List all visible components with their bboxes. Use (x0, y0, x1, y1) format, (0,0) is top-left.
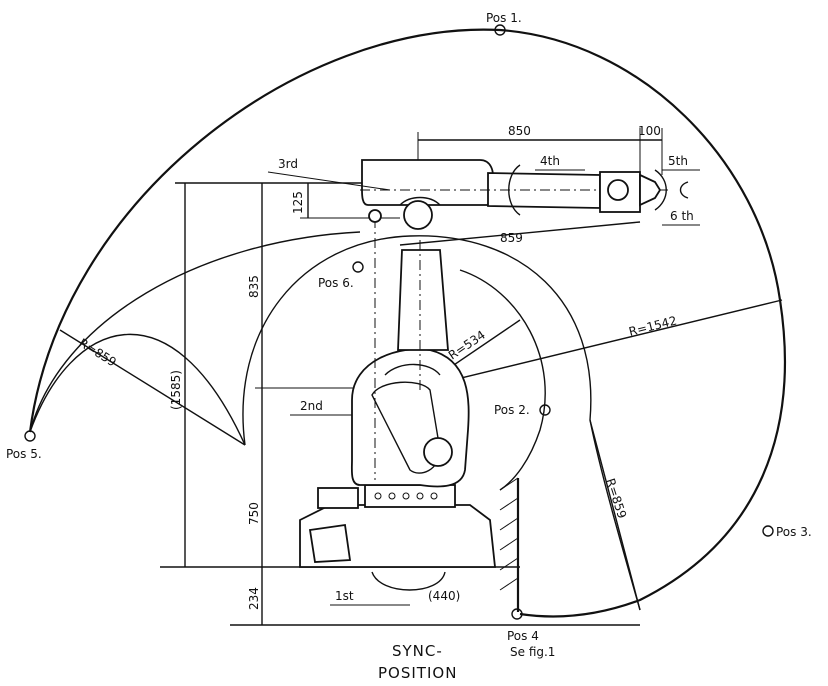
axis2-rotation-arrow (384, 363, 441, 376)
pos2-arc (459, 269, 546, 491)
dim-835-label: 835 (247, 275, 261, 298)
dim-859-line (399, 221, 641, 246)
wall-hatch (499, 477, 519, 591)
axis3-rotation-arrow (399, 196, 441, 206)
envelope-pos5-arc (29, 231, 361, 433)
dim-100-label: 100 (638, 124, 661, 138)
base-bolts (374, 492, 438, 500)
see-fig-label: Se fig.1 (510, 645, 555, 659)
base-top-plate (364, 484, 456, 508)
base-rotation-ellipse (371, 571, 446, 591)
r534-label: R=534 (446, 328, 488, 363)
r859-right-label: R=859 (603, 477, 629, 521)
pos3-label: Pos 3. (776, 525, 812, 539)
third-axis-pivot (368, 209, 382, 223)
pos5-marker (24, 430, 36, 442)
base-motor (317, 487, 359, 509)
inner-envelope-arc (242, 235, 592, 446)
sync-label-line2: POSITION (378, 664, 457, 682)
pos2-label: Pos 2. (494, 403, 530, 417)
pos1-label: Pos 1. (486, 11, 522, 25)
dim-440-label: (440) (428, 589, 460, 603)
envelope-pos5-inner (29, 333, 246, 446)
dim-234-label: 234 (247, 587, 261, 610)
lower-arm-hub (423, 437, 453, 467)
axis-fourth-label: 4th (540, 154, 560, 168)
dim-859-label: 859 (500, 231, 523, 245)
lower-arm-slot (371, 381, 441, 474)
r859-left-leader (59, 329, 246, 446)
axis-first-label: 1st (335, 589, 354, 603)
dim-750-label: 750 (247, 502, 261, 525)
r1542-leader (419, 299, 783, 389)
third-label-leader (267, 171, 391, 191)
pos6-marker (352, 261, 364, 273)
base-cable-box (308, 523, 352, 563)
dim-850-label: 850 (508, 124, 531, 138)
dim-1585-label: (1585) (169, 370, 183, 410)
pos1-marker (494, 24, 506, 36)
axis6-rotation-arrow (679, 181, 689, 199)
pos5-label: Pos 5. (6, 447, 42, 461)
sync-label-line1: SYNC- (392, 642, 443, 660)
pos2-marker (539, 404, 551, 416)
axis-sixth-label: 6 th (670, 209, 694, 223)
dim-125-label: 125 (291, 191, 305, 214)
lower-arm-housing (350, 348, 470, 488)
outer-envelope-arc (28, 28, 786, 618)
third-axis-joint (403, 200, 433, 230)
pos4-label: Pos 4 (507, 629, 539, 643)
pos6-label: Pos 6. (318, 276, 354, 290)
upper-arm-link (397, 249, 449, 351)
tool-flange (639, 173, 662, 207)
axis-third-label: 3rd (278, 157, 298, 171)
axis-fifth-label: 5th (668, 154, 688, 168)
axis4-rotation-arrow (508, 164, 521, 216)
r859-right-leader (589, 419, 641, 611)
pos3-marker (762, 525, 774, 537)
pos4-marker (511, 608, 523, 620)
axis5-rotation-arrow (654, 169, 667, 211)
axis-second-label: 2nd (300, 399, 323, 413)
r1542-label: R=1542 (627, 313, 678, 338)
wrist-joint (607, 179, 629, 201)
